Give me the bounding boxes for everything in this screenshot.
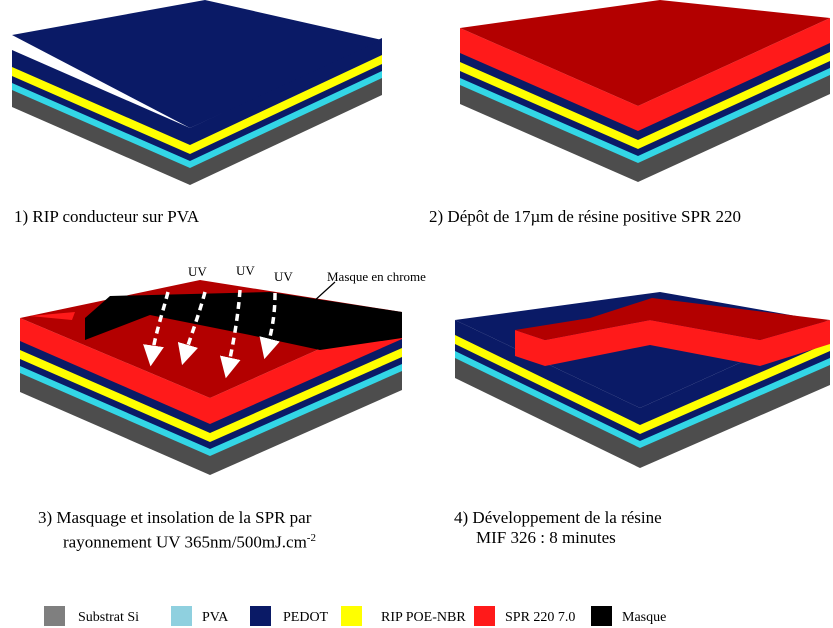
- legend-swatch-substrate: [44, 606, 65, 626]
- panel-4-stack: [455, 292, 830, 468]
- legend-label-pedot: PEDOT: [283, 610, 329, 625]
- mask-label: Masque en chrome: [327, 269, 426, 284]
- legend-label-pva: PVA: [202, 610, 229, 625]
- panel-3-caption-superscript: -2: [306, 532, 316, 544]
- panel-1-caption: 1) RIP conducteur sur PVA: [14, 207, 200, 226]
- legend-label-rip: RIP POE-NBR: [381, 610, 466, 625]
- uv-label-3: UV: [274, 269, 293, 284]
- mask-pointer-line: [312, 281, 336, 303]
- legend-swatch-pedot: [250, 606, 271, 626]
- panel-2-caption: 2) Dépôt de 17µm de résine positive SPR …: [429, 207, 741, 226]
- legend-swatch-pva: [171, 606, 192, 626]
- panel-4-caption-line2: MIF 326 : 8 minutes: [476, 528, 616, 547]
- legend-swatch-spr: [474, 606, 495, 626]
- panel-2-stack: [460, 0, 830, 182]
- legend-label-mask: Masque: [622, 610, 667, 625]
- panel-3-caption-line1: 3) Masquage et insolation de la SPR par: [38, 508, 312, 527]
- panel-3-caption-line2: rayonnement UV 365nm/500mJ.cm-2: [63, 528, 316, 553]
- panel-3-stack: [20, 280, 402, 475]
- uv-arrows: [143, 289, 280, 379]
- legend-label-substrate: Substrat Si: [78, 610, 140, 625]
- legend-label-spr: SPR 220 7.0: [505, 610, 576, 625]
- uv-label-2: UV: [236, 263, 255, 278]
- uv-label-1: UV: [188, 264, 207, 279]
- panel-3-caption-text: rayonnement UV 365nm/500mJ.cm: [63, 532, 307, 552]
- legend-swatch-rip: [341, 606, 362, 626]
- panel-4-caption-line1: 4) Développement de la résine: [454, 508, 662, 527]
- legend-swatch-mask: [591, 606, 612, 626]
- panel-1-stack: [12, 0, 382, 185]
